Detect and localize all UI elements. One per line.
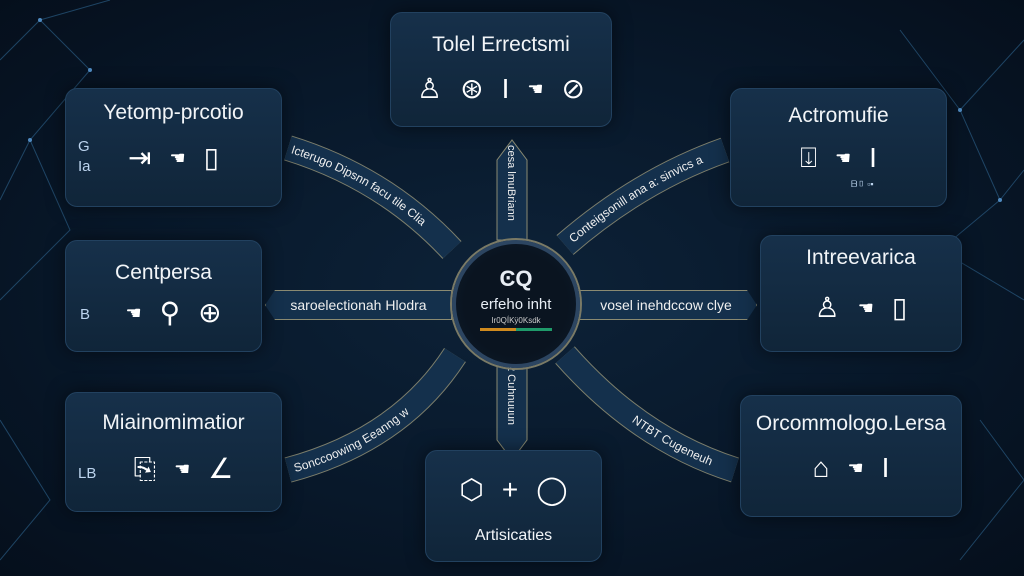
pillar-icon: I [881, 452, 890, 483]
panel-left-top[interactable]: Yetomp-prcotio G Ia ⇥ ☚ ▯ [65, 88, 282, 207]
side-label: B [80, 306, 91, 323]
connector-left: saroelectionah Hlodra [265, 290, 452, 320]
phone-icon: ▯ [891, 292, 908, 323]
side-label: Ia [78, 158, 91, 175]
connector-bottom-left: Sonccoowing Eeanng w [292, 404, 412, 475]
connector-top-label: cesa lmuBriann [505, 145, 517, 221]
panel-title: Artisicaties [474, 527, 553, 544]
small-caption: ᗷ▯ ▫▪ [851, 179, 874, 189]
connector-right: vosel inehdccow clye [575, 290, 757, 320]
panel-left-bottom[interactable]: Miainomimatior LB ⎘ ☚ ∠ [65, 392, 282, 512]
ring-icon: ◯ [536, 474, 568, 505]
panel-right-mid[interactable]: Intreevarica ♙ ☚ ▯ [760, 235, 962, 352]
hand-icon: ☚ [527, 79, 544, 99]
cube-icon: ⬡ [459, 474, 484, 505]
panel-title: Intreevarica [806, 246, 916, 269]
panel-top[interactable]: Tolel Errectsmi ♙ ⊛ I ☚ ⊘ [390, 12, 612, 127]
hub-subtitle: Ir0QÍKÿ0Ksdk [491, 316, 541, 325]
hub-accent-bar [480, 328, 552, 331]
laptop-icon: ⌂ [812, 452, 830, 483]
side-label: LB [78, 465, 97, 482]
document-icon: ⎘ [133, 453, 157, 484]
person-desk-icon: ♙ [417, 73, 443, 104]
hand-icon: ☚ [169, 148, 186, 168]
panel-title: Yetomp-prcotio [103, 101, 244, 124]
connector-top-right: Conteigsonill ana a: sinvics a [566, 152, 705, 245]
pillar-icon: I [501, 73, 510, 104]
person-desk-icon: ♙ [814, 292, 840, 323]
panel-right-bottom[interactable]: Orcommologo.Lersa ⌂ ☚ I [740, 395, 962, 517]
flask-icon: ⚲ [159, 297, 181, 328]
hand-icon: ☚ [174, 459, 191, 479]
panel-bottom[interactable]: ⬡ + ◯ Artisicaties [425, 450, 602, 562]
connector-bottom-right: NTBT Cugeneuh [630, 413, 715, 469]
hand-icon: ☚ [857, 298, 874, 318]
connector-top-left: Icterugo Dipsnn facu tile Clia [290, 143, 430, 229]
hub-logo: ϾQ [499, 266, 533, 291]
angle-icon: ∠ [208, 453, 234, 484]
download-box-icon: ⍗ [800, 142, 817, 173]
side-label: G [78, 138, 90, 155]
pillar-icon: I [869, 142, 877, 173]
hand-icon: ☚ [834, 148, 852, 168]
panel-right-top[interactable]: Actromufie ⍗ ☚ I ᗷ▯ ▫▪ [730, 88, 947, 207]
globe-icon: ⊕ [198, 297, 222, 328]
arrow-box-icon: ⇥ [127, 142, 152, 173]
hand-icon: ☚ [847, 458, 864, 478]
hub-title: erfeho inht [480, 296, 552, 313]
panel-left-mid[interactable]: Centpersa B ☚ ⚲ ⊕ [65, 240, 262, 352]
panel-title: Tolel Errectsmi [432, 33, 570, 56]
hand-icon: ☚ [125, 303, 142, 323]
panel-title: Miainomimatior [102, 411, 245, 434]
wheel-icon: ⊛ [460, 73, 484, 104]
phone-icon: ▯ [203, 142, 220, 173]
panel-title: Orcommologo.Lersa [755, 412, 947, 435]
plus-icon: + [501, 474, 519, 505]
no-sign-icon: ⊘ [561, 73, 585, 104]
connector-bottom-label: 2 Cuhnuuun [505, 365, 517, 425]
panel-title: Actromufie [788, 104, 889, 127]
panel-title: Centpersa [115, 261, 212, 284]
central-hub[interactable]: ϾQ erfeho inht Ir0QÍKÿ0Ksdk [452, 240, 580, 368]
